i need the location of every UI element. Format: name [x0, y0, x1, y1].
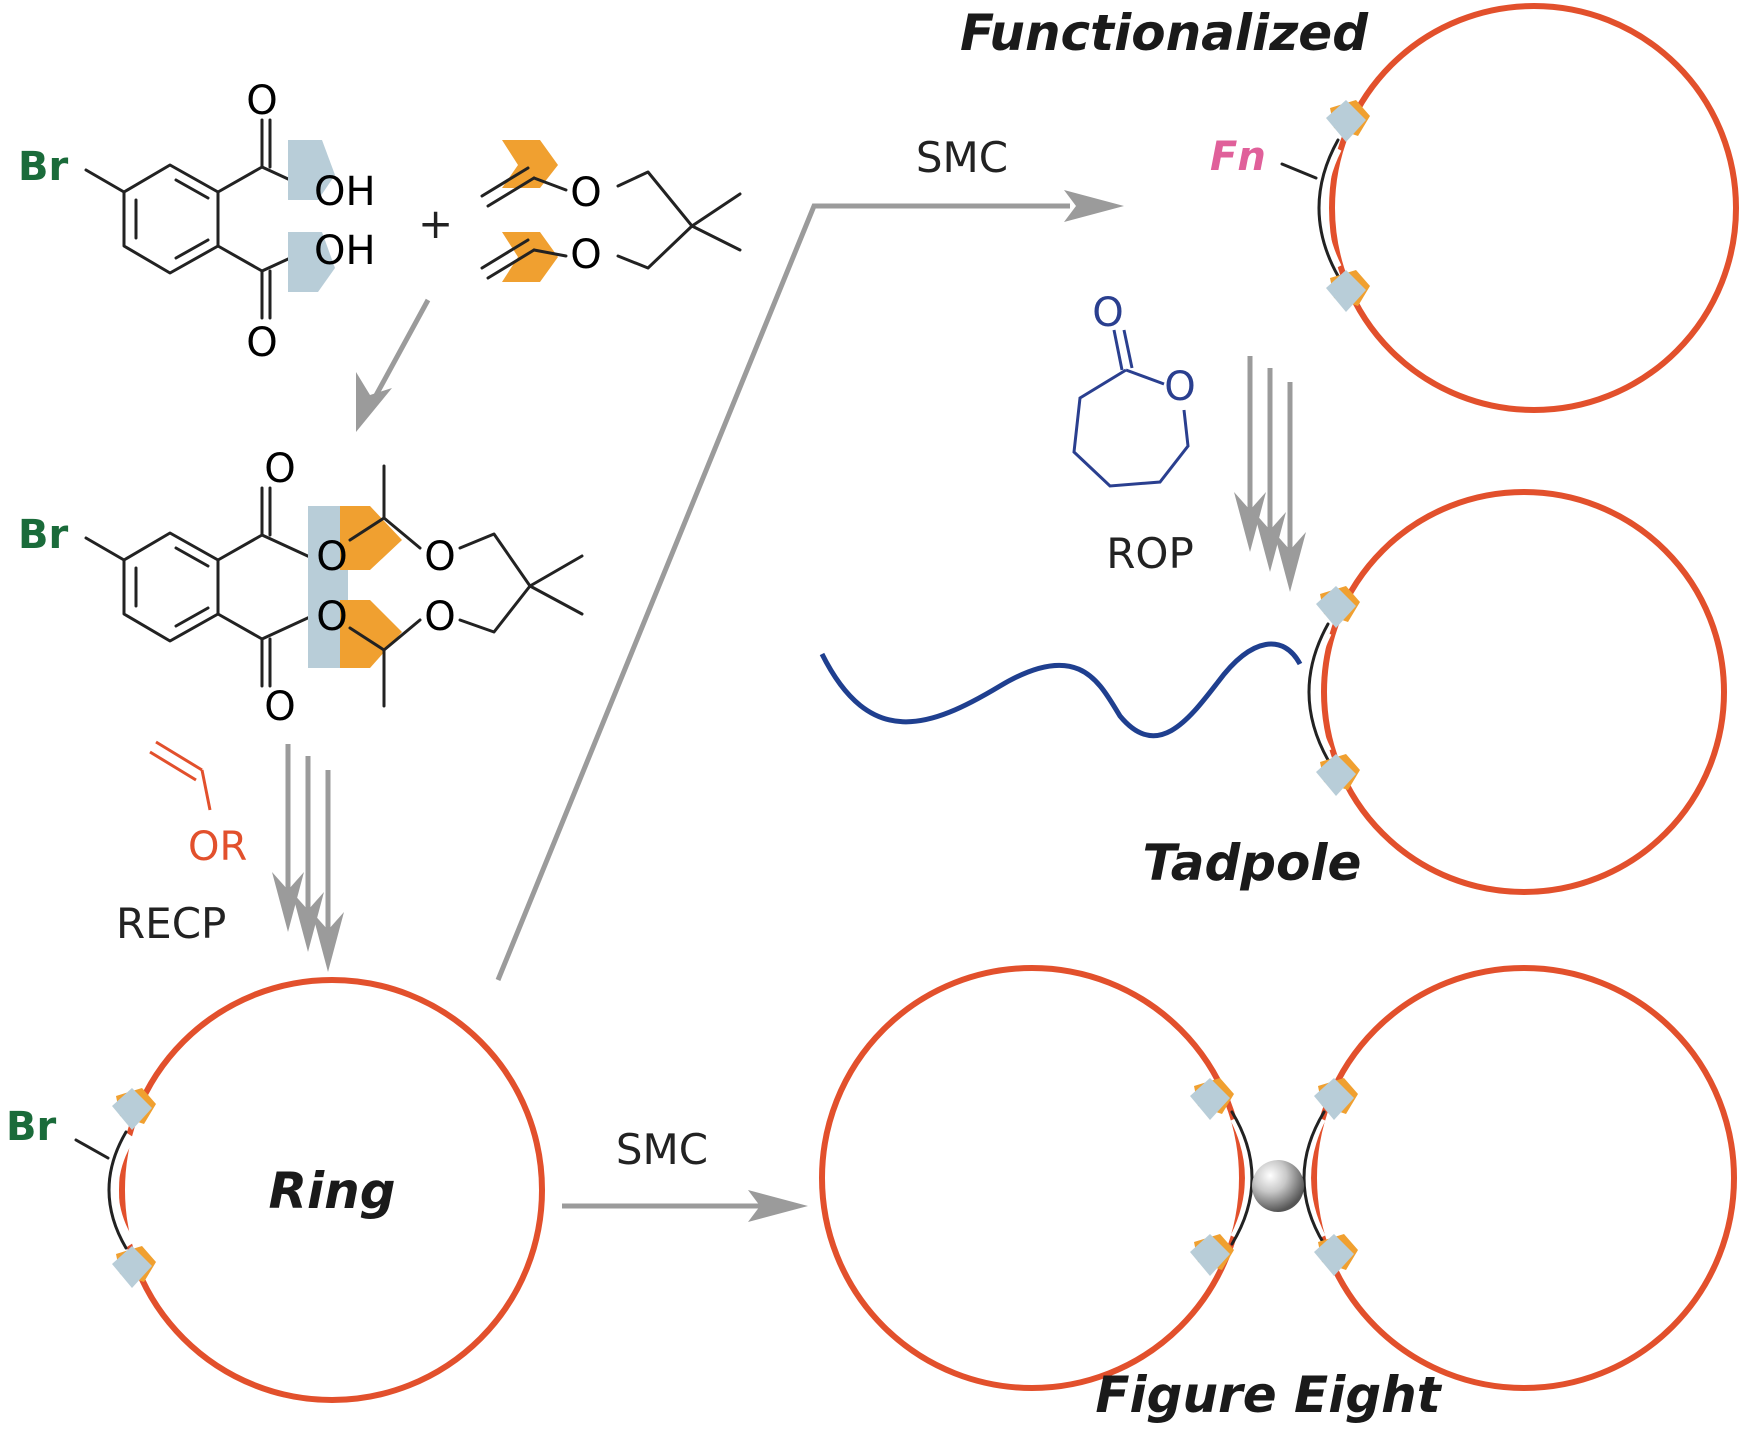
- figure-eight-polymer: Figure Eight: [819, 965, 1737, 1424]
- smc-arrow-bottom: SMC: [562, 1125, 808, 1222]
- acetal-linkage-icon: [1314, 1078, 1358, 1120]
- or-label: OR: [188, 824, 247, 870]
- hydroxyl-label: OH: [314, 169, 376, 215]
- tadpole-title: Tadpole: [1143, 834, 1362, 892]
- silver-sphere-icon: [1252, 1160, 1304, 1212]
- rop-label: ROP: [1106, 529, 1194, 578]
- triple-arrow-recp: [272, 744, 344, 972]
- oxygen-label: O: [246, 320, 277, 366]
- ring-title: Ring: [268, 1162, 395, 1220]
- oxygen-label: O: [570, 170, 601, 216]
- oxygen-label: O: [570, 232, 601, 278]
- oxygen-label: O: [316, 594, 347, 640]
- functionalized-ring: Fn Functionalized: [960, 3, 1739, 413]
- oxygen-label: O: [424, 534, 455, 580]
- oxygen-label: O: [246, 78, 277, 124]
- acetal-linkage-icon: [112, 1088, 156, 1130]
- oxygen-label: O: [1092, 290, 1123, 336]
- bromine-label: Br: [18, 144, 68, 190]
- divinyl-ether-monomer: O O: [480, 140, 742, 282]
- ring-polymer: Br Ring: [6, 977, 545, 1403]
- acetal-linkage-icon: [1190, 1078, 1234, 1120]
- oxygen-label: O: [424, 594, 455, 640]
- hydroxyl-label: OH: [314, 228, 376, 274]
- acetal-linkage-icon: [1190, 1234, 1234, 1276]
- figure-eight-title: Figure Eight: [1095, 1366, 1442, 1424]
- bromophthalic-acid: Br O OH OH O: [18, 78, 376, 366]
- smc-label-top: SMC: [916, 133, 1008, 182]
- acetal-linkage-icon: [1326, 100, 1370, 142]
- plus-sign: +: [418, 199, 453, 248]
- bromine-label: Br: [6, 1104, 56, 1150]
- smc-arrow-top: SMC: [495, 133, 1124, 981]
- polymer-tail: [819, 641, 1303, 739]
- cyclic-acetal-monomer: Br O O O O O O: [18, 446, 584, 730]
- oxygen-label: O: [316, 534, 347, 580]
- caprolactone-monomer: O O: [1072, 290, 1196, 488]
- triple-arrow-rop: [1234, 356, 1306, 592]
- fn-label: Fn: [1210, 134, 1266, 180]
- oxygen-label: O: [264, 684, 295, 730]
- reaction-arrow-diagonal: [356, 298, 431, 432]
- oxygen-label: O: [1164, 364, 1195, 410]
- smc-label-bottom: SMC: [616, 1125, 708, 1174]
- bromine-label: Br: [18, 512, 68, 558]
- tadpole-polymer: Tadpole: [819, 489, 1727, 895]
- vinyl-ether-reagent: OR: [149, 740, 247, 870]
- oxygen-label: O: [264, 446, 295, 492]
- acetal-linkage-icon: [1326, 270, 1370, 312]
- recp-label: RECP: [116, 899, 226, 948]
- functionalized-title: Functionalized: [960, 4, 1369, 62]
- acetal-linkage-icon: [1316, 754, 1360, 796]
- acetal-linkage-icon: [112, 1246, 156, 1288]
